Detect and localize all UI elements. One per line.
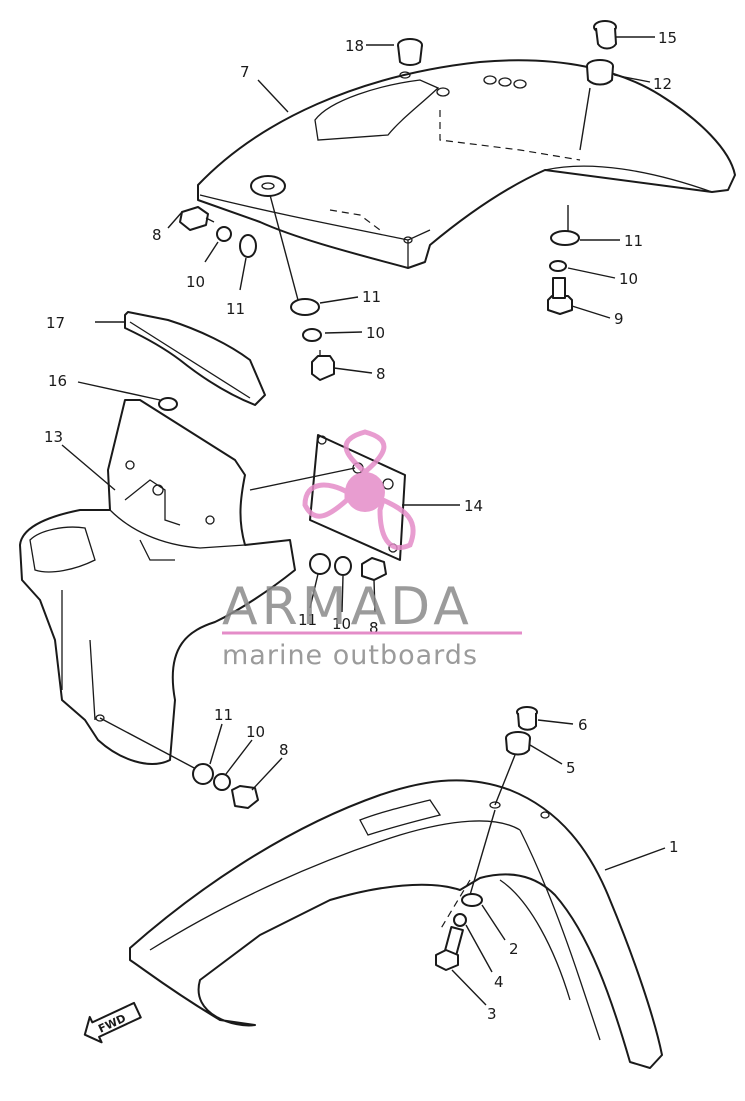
callout-10-lower: 10 [246, 723, 265, 741]
callout-11-plate: 11 [298, 611, 317, 629]
mount-line-2 [469, 809, 496, 896]
callout-4: 4 [494, 973, 504, 991]
bolt-8-left [179, 206, 215, 231]
washer-11-right [550, 230, 580, 246]
callout-12: 12 [653, 75, 672, 93]
callout-13: 15 [658, 29, 677, 47]
callout-11-right: 11 [624, 232, 643, 250]
callout-14: 13 [44, 428, 63, 446]
mount-line-left [269, 194, 299, 301]
callout-7: 7 [240, 63, 250, 81]
mount-line-lower [99, 717, 199, 771]
front-fender [129, 779, 663, 1069]
callout-11-lower: 11 [214, 706, 233, 724]
lock-washer-10-right [549, 260, 567, 272]
washer-2 [461, 893, 483, 907]
lock-washer-10-left [216, 226, 232, 242]
callout-10-plate: 10 [332, 615, 351, 633]
watermark-brand: ARMADA [222, 577, 473, 637]
mount-line-15 [249, 467, 356, 491]
collar-17 [158, 397, 178, 411]
bracket-14 [19, 399, 296, 765]
bolt-8-center [311, 350, 335, 381]
callout-5: 5 [566, 759, 576, 777]
washer-11-lower [192, 763, 214, 785]
bolt-3 [435, 925, 464, 971]
callout-9: 9 [614, 310, 624, 328]
band-16 [124, 311, 266, 406]
grommet-18 [397, 38, 423, 79]
callout-11-left: 11 [226, 300, 245, 318]
rear-fender [197, 59, 736, 269]
callout-labels: 18 7 15 12 8 10 11 11 10 8 11 10 9 17 16… [44, 29, 679, 1023]
mount-line-5 [494, 754, 516, 806]
lock-washer-4 [453, 913, 467, 927]
propeller-logo [302, 429, 416, 550]
callout-8-plate: 8 [369, 619, 379, 637]
callout-leaders [61, 36, 666, 1006]
mount-line-12 [579, 87, 591, 151]
callout-16: 17 [46, 314, 65, 332]
callout-8-center: 8 [376, 365, 386, 383]
collar-13 [593, 20, 617, 50]
washer-11-center [290, 298, 320, 316]
callout-10-left: 10 [186, 273, 205, 291]
lock-washer-10-center [302, 328, 322, 342]
callout-2: 2 [509, 940, 519, 958]
callout-8-lower: 8 [279, 741, 289, 759]
bolt-8-lower [231, 785, 259, 809]
watermark-tagline: marine outboards [222, 640, 478, 671]
washer-11-top [250, 175, 286, 197]
callout-8-left: 8 [152, 226, 162, 244]
fwd-arrow-tag: FWD [83, 1001, 142, 1044]
collar-6 [516, 706, 538, 731]
callout-18: 18 [345, 37, 364, 55]
grommet-12 [586, 59, 614, 86]
lock-washer-10-lower [213, 773, 231, 791]
bolt-8-plate [361, 557, 387, 581]
callout-6: 6 [578, 716, 588, 734]
callout-10-right: 10 [619, 270, 638, 288]
lock-washer-10-plate [334, 556, 352, 576]
callout-17: 16 [48, 372, 67, 390]
callout-11-center: 11 [362, 288, 381, 306]
grommet-5 [505, 731, 531, 756]
bolt-9 [547, 277, 573, 315]
callout-10-center: 10 [366, 324, 385, 342]
callout-15: 14 [464, 497, 483, 515]
washer-11-left [239, 234, 257, 258]
callout-3: 3 [487, 1005, 497, 1023]
washer-11-plate [309, 553, 331, 575]
callout-1: 1 [669, 838, 679, 856]
armada-watermark: ARMADA marine outboards [222, 429, 522, 671]
